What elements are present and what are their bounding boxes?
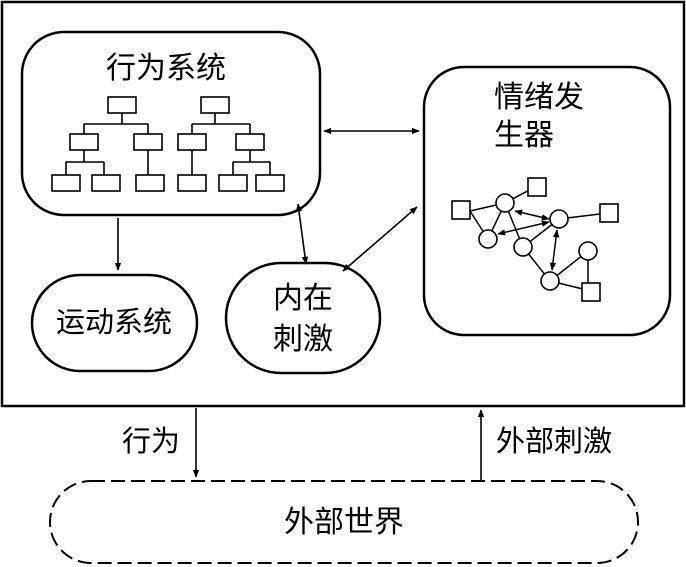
- tree-node: [177, 133, 207, 151]
- behavior-system-box: [20, 30, 322, 217]
- network-circle-node: [540, 271, 560, 291]
- arrow-behavior-to-internal: [295, 203, 309, 265]
- emotion-generator-box: [422, 65, 672, 337]
- external-stimulus-edge-label: 外部刺激: [496, 424, 613, 458]
- internal-stimulus-label-line2: 刺激: [273, 322, 333, 357]
- tree-node: [69, 133, 99, 151]
- tree-node: [91, 174, 121, 192]
- arrow-internal-to-emotion: [342, 206, 418, 272]
- edges: [114, 127, 485, 480]
- tree-node: [107, 96, 137, 114]
- network-circle-node: [478, 229, 498, 249]
- network-square-node: [451, 200, 471, 220]
- tree-node: [235, 133, 265, 151]
- emotion-network-nodes: [451, 177, 619, 302]
- tree-node: [177, 174, 207, 192]
- network-circle-node: [495, 193, 515, 213]
- tree-node: [255, 174, 285, 192]
- network-circle-node: [549, 209, 569, 229]
- behavior-hierarchy: [51, 96, 285, 192]
- emotion-generator-label-line2: 生器: [494, 118, 554, 153]
- network-circle-node: [578, 241, 598, 261]
- external-world-box: [49, 480, 639, 564]
- motor-system-box: [30, 273, 199, 373]
- tree-node: [200, 96, 230, 114]
- network-square-node: [599, 203, 619, 223]
- tree-node: [135, 174, 165, 192]
- motor-system-label: 运动系统: [56, 305, 173, 339]
- network-circle-node: [513, 237, 533, 257]
- tree-node: [133, 133, 163, 151]
- emotion-network-arrows: [497, 209, 560, 271]
- network-square-node: [527, 177, 547, 197]
- network-square-node: [581, 282, 601, 302]
- behavior-edge-label: 行为: [122, 424, 181, 458]
- tree-node: [51, 174, 81, 192]
- external-world-label: 外部世界: [284, 505, 404, 540]
- behavior-system-label: 行为系统: [106, 51, 226, 86]
- tree-node: [218, 174, 248, 192]
- internal-stimulus-label-line1: 内在: [273, 281, 333, 316]
- system-frame: [0, 0, 686, 408]
- emotion-generator-label-line1: 情绪发: [494, 80, 584, 115]
